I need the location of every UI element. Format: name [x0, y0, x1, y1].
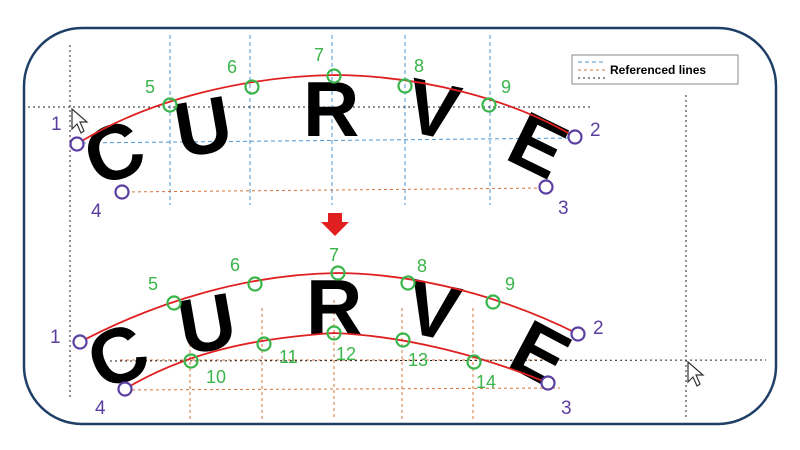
top-letter-e: E	[496, 94, 581, 196]
bottom-corner-point-2	[570, 326, 586, 342]
top-control-point-9	[481, 97, 497, 113]
bottom-control-point-13	[395, 332, 411, 348]
bottom-control-label-5: 5	[148, 274, 158, 294]
top-control-point-5	[162, 97, 178, 113]
bottom-control-point-10	[183, 353, 199, 369]
top-corner-label-1: 1	[51, 114, 62, 135]
top-control-label-8: 8	[414, 56, 424, 76]
mouse-pointer-icon	[71, 107, 89, 134]
bottom-control-point-12	[326, 325, 342, 341]
bottom-control-point-6	[247, 276, 263, 292]
top-control-label-5: 5	[145, 77, 155, 97]
bottom-panel: C U R V E 1 2 3 4 5 6 7 8 9 10 11 12	[50, 95, 767, 420]
bottom-control-point-8	[400, 275, 416, 291]
top-control-label-9: 9	[501, 77, 511, 97]
bottom-corner-point-3	[540, 375, 556, 391]
top-control-label-6: 6	[227, 57, 237, 77]
top-upper-curve	[76, 74, 576, 145]
bottom-control-label-6: 6	[230, 255, 240, 275]
bottom-control-point-9	[485, 294, 501, 310]
bottom-letter-r: R	[306, 263, 362, 351]
bottom-control-label-12: 12	[336, 344, 356, 364]
top-corner-label-3: 3	[558, 198, 569, 219]
diagram-frame	[22, 26, 778, 426]
bottom-corner-label-3: 3	[561, 398, 572, 419]
bottom-letter-c: C	[74, 304, 161, 407]
legend: Referenced lines	[571, 54, 739, 85]
top-control-point-8	[397, 78, 413, 94]
top-control-point-6	[244, 79, 260, 95]
bottom-lower-curve	[124, 332, 549, 390]
bottom-corner-point-1	[72, 334, 88, 350]
bottom-corner-point-4	[117, 381, 133, 397]
top-corner-point-1	[69, 136, 85, 152]
down-arrow-icon	[321, 213, 349, 236]
bottom-control-label-14: 14	[476, 372, 496, 392]
top-letter-v: V	[398, 61, 467, 158]
bottom-control-point-14	[466, 354, 482, 370]
bottom-letter-u: U	[172, 275, 243, 371]
top-black-ref-lines	[28, 45, 590, 400]
bottom-corner-label-4: 4	[95, 398, 106, 419]
legend-box	[571, 54, 739, 85]
bottom-control-label-9: 9	[505, 274, 515, 294]
bottom-upper-curve	[79, 272, 579, 343]
top-letter-r: R	[303, 65, 359, 153]
bottom-control-point-7	[330, 265, 346, 281]
top-orange-ref-line	[119, 187, 549, 193]
top-corner-label-2: 2	[590, 120, 601, 141]
top-corner-point-3	[538, 179, 554, 195]
top-letter-c: C	[71, 101, 156, 204]
bottom-corner-label-2: 2	[593, 318, 604, 339]
bottom-control-label-8: 8	[417, 256, 427, 276]
bottom-control-label-13: 13	[408, 350, 428, 370]
top-control-label-7: 7	[314, 45, 324, 65]
top-control-point-7	[326, 68, 342, 84]
top-blue-ref-lines	[74, 35, 579, 205]
legend-label: Referenced lines	[610, 63, 706, 77]
bottom-black-ref-lines	[109, 95, 767, 420]
bottom-control-point-11	[256, 336, 272, 352]
top-corner-point-2	[567, 129, 583, 145]
bottom-control-label-11: 11	[279, 347, 298, 367]
bottom-corner-label-1: 1	[50, 327, 61, 348]
top-corner-label-4: 4	[91, 201, 102, 222]
mouse-pointer-icon-bottom	[687, 360, 705, 387]
bottom-control-label-7: 7	[329, 245, 339, 265]
bottom-control-label-10: 10	[206, 367, 226, 387]
bottom-control-point-5	[166, 295, 182, 311]
top-corner-point-4	[114, 184, 130, 200]
